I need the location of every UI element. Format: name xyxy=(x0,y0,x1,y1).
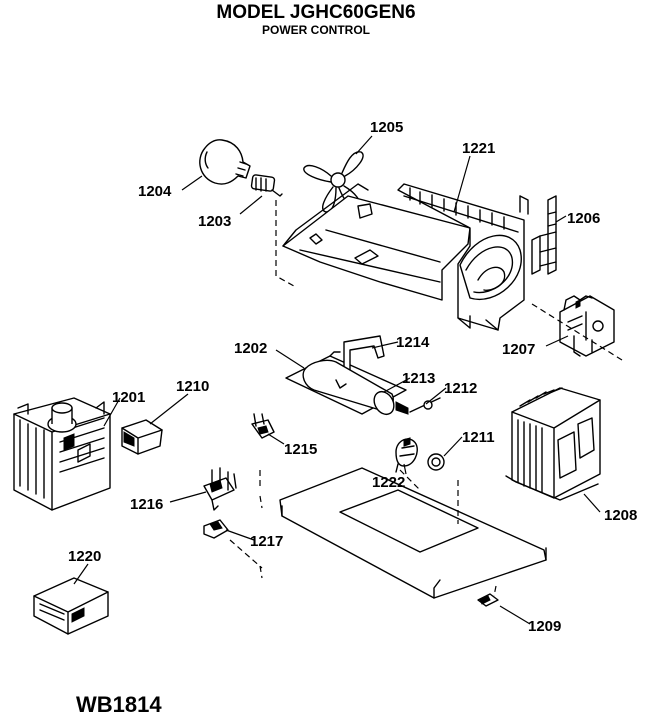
part-label-1213: 1213 xyxy=(402,370,435,387)
assembly-guide-lines xyxy=(229,200,623,597)
part-label-1211: 1211 xyxy=(462,429,495,446)
leader-lines xyxy=(73,135,601,625)
part-label-1221: 1221 xyxy=(462,140,495,157)
control-unit-1220 xyxy=(33,577,109,635)
fan-motor-1207 xyxy=(559,295,615,357)
light-bulb-1204 xyxy=(199,139,251,185)
lamp-socket-1203 xyxy=(250,174,283,197)
part-label-1212: 1212 xyxy=(444,380,477,397)
base-tray xyxy=(279,467,547,599)
part-label-1215: 1215 xyxy=(284,441,317,458)
part-label-1217: 1217 xyxy=(250,533,283,550)
part-label-1208: 1208 xyxy=(604,507,637,524)
fuse-holder-1222 xyxy=(395,437,418,473)
part-label-1214: 1214 xyxy=(396,334,430,351)
magnetron-1201 xyxy=(13,397,111,511)
part-label-1216: 1216 xyxy=(130,496,163,513)
capacitor-1213 xyxy=(302,359,409,416)
bracket-1206 xyxy=(531,195,557,275)
chassis-frame-1221 xyxy=(282,183,529,331)
thermal-protector-1210 xyxy=(121,419,163,455)
part-label-1222: 1222 xyxy=(372,474,405,491)
part-label-1203: 1203 xyxy=(198,213,231,230)
transformer-1208 xyxy=(505,387,601,501)
switch-bracket-1216 xyxy=(203,467,237,511)
part-label-1201: 1201 xyxy=(112,389,145,406)
part-label-1205: 1205 xyxy=(370,119,403,136)
part-label-1220: 1220 xyxy=(68,548,101,565)
diagram-code: WB1814 xyxy=(76,692,162,717)
fuse-1211 xyxy=(427,453,445,471)
part-label-1202: 1202 xyxy=(234,340,267,357)
diode-1212 xyxy=(409,397,441,413)
clip-1215 xyxy=(251,413,275,439)
part-label-1204: 1204 xyxy=(138,183,172,200)
switch-1217 xyxy=(203,519,229,539)
part-label-1209: 1209 xyxy=(528,618,561,635)
part-label-1210: 1210 xyxy=(176,378,209,395)
diode-1209 xyxy=(477,593,499,607)
section-title: POWER CONTROL xyxy=(262,23,370,37)
bracket-1214 xyxy=(343,335,385,373)
part-label-1207: 1207 xyxy=(502,341,535,358)
model-title: MODEL JGHC60GEN6 xyxy=(216,2,415,23)
part-label-1206: 1206 xyxy=(567,210,600,227)
